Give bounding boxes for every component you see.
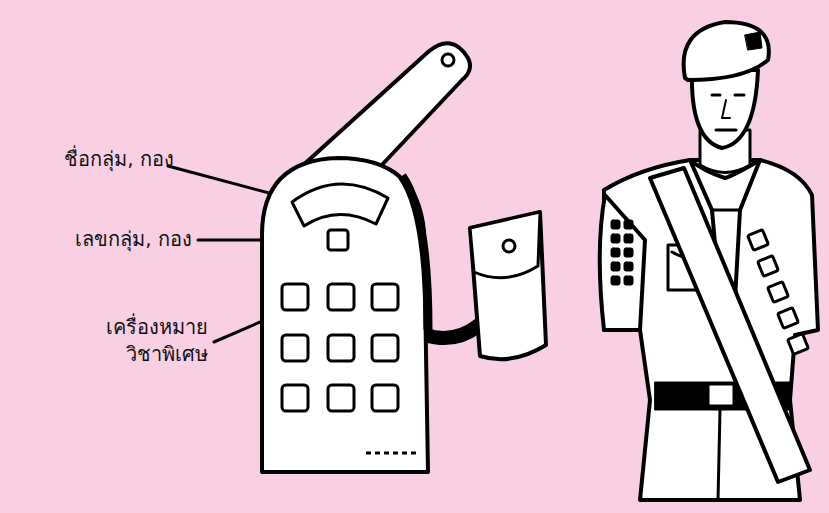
badge [372,335,398,361]
strap-hole [442,54,454,66]
stitching [366,452,416,455]
head [692,70,758,148]
callout-label: เลขกลุ่ม, กอง [22,226,192,253]
badge [372,385,398,411]
badge [372,284,398,310]
sash-badges [748,230,809,355]
badge [282,385,308,411]
beret-badge [745,32,762,50]
number-badge [328,230,348,250]
badge [282,284,308,310]
worn-sash [650,168,810,482]
pouch [470,212,546,359]
badge [328,335,354,361]
badge-grid [282,284,398,411]
callout-label: เครื่องหมาย วิชาพิเศษ [80,314,208,368]
badge [282,335,308,361]
trouser-seam [718,410,720,500]
name-arc [292,184,388,226]
sash-drawing [262,43,546,472]
belt-buckle [708,384,734,406]
sash-body [262,158,428,472]
beret [684,22,769,80]
pouch-button [503,240,515,252]
left-sleeve [600,195,645,330]
arm-badges [611,220,633,285]
callout-label: ชื่อกลุ่ม, กอง [4,146,174,173]
badge [328,284,354,310]
sash-edge [402,176,428,330]
badge [328,385,354,411]
scout-figure [600,22,818,500]
pouch-flap [470,212,540,278]
